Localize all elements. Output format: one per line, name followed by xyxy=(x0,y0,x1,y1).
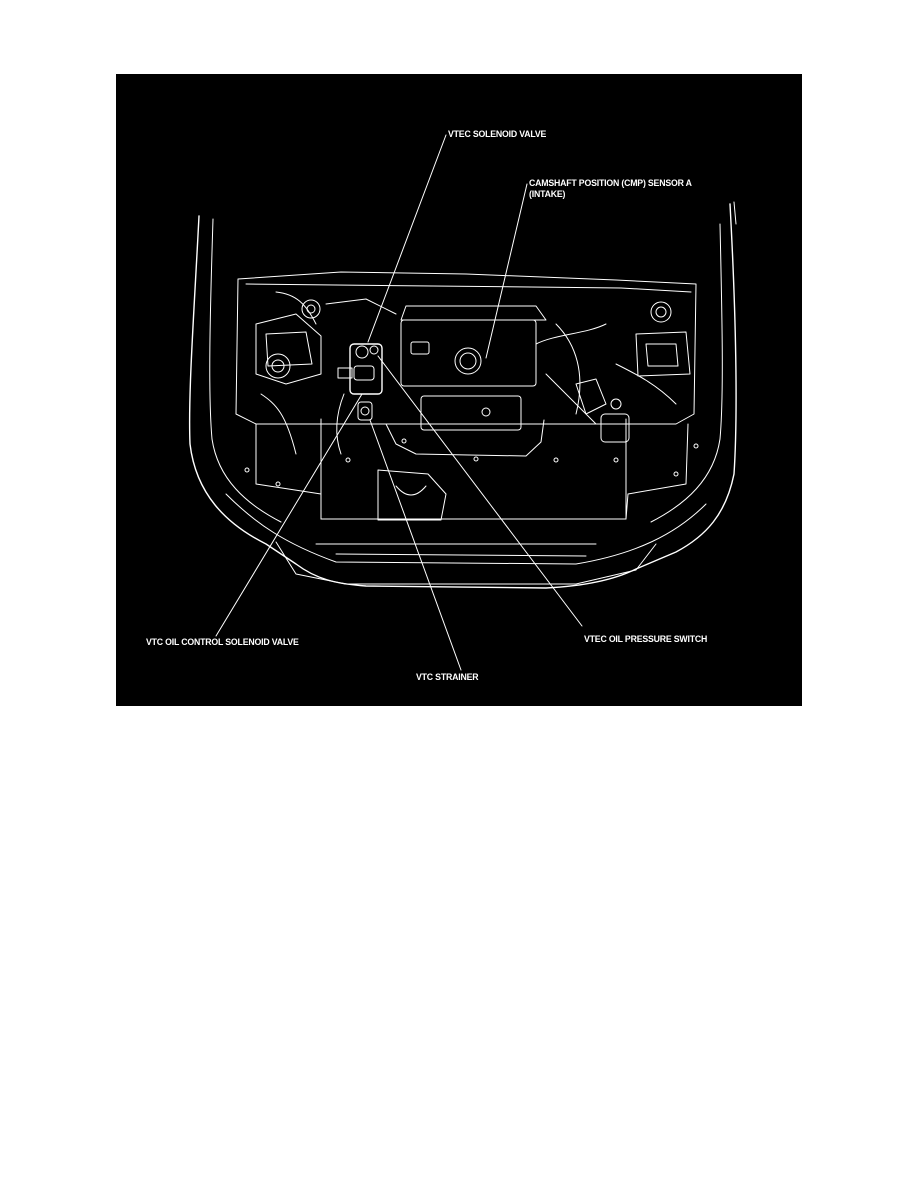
leader-vtec-oil-pressure-switch xyxy=(377,355,583,627)
callout-cmp-sensor-a-intake: CAMSHAFT POSITION (CMP) SENSOR A (INTAKE… xyxy=(529,178,692,200)
callout-vtc-oil-control-solenoid-valve: VTC OIL CONTROL SOLENOID VALVE xyxy=(146,637,299,648)
callout-vtec-solenoid-valve: VTEC SOLENOID VALVE xyxy=(448,129,547,140)
leader-vtec-solenoid-valve xyxy=(367,134,447,343)
leader-vtc-strainer xyxy=(369,419,462,671)
callout-vtc-strainer: VTC STRAINER xyxy=(416,672,479,683)
callout-vtec-oil-pressure-switch: VTEC OIL PRESSURE SWITCH xyxy=(584,634,708,645)
engine-bay-illustration: VTEC SOLENOID VALVE CAMSHAFT POSITION (C… xyxy=(116,74,802,706)
engine-bay-line-drawing xyxy=(188,134,737,671)
leader-cmp-sensor xyxy=(485,183,528,359)
leader-vtc-oil-control-solenoid-valve xyxy=(215,393,363,637)
